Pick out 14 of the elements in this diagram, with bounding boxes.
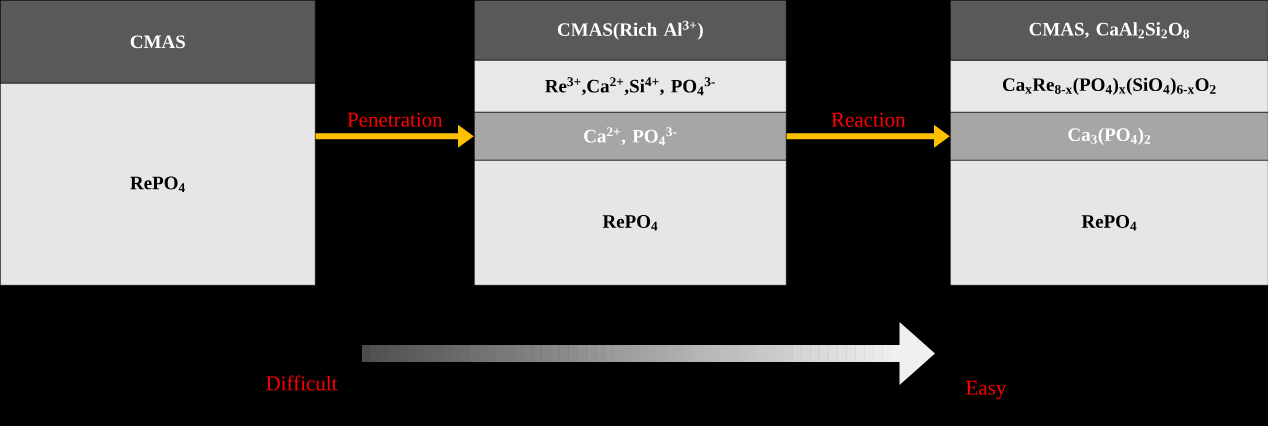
layer-box: Ca$_{3}$(PO$_{4}$)$_{2}$ (950, 112, 1268, 161)
header-box: CMAS, CaAl$_{2}$Si$_{2}$O$_{8}$ (950, 0, 1268, 61)
scale-label: Difficult (266, 375, 338, 391)
header-box: CMAS (0, 0, 316, 84)
edge-label: Penetration (347, 112, 443, 127)
layer-box: RePO$_{4}$ (950, 160, 1268, 286)
layer-box: RePO$_{4}$ (474, 160, 787, 286)
scale-label: Easy (966, 380, 1007, 400)
header-box: CMAS(Rich Al$^{3+}$) (474, 0, 787, 61)
edge-label: Reaction (831, 112, 906, 127)
layer-box: RePO$_{4}$ (0, 83, 316, 286)
layer-box: Ca$^{2+}$, PO$_{4}$3- (474, 112, 787, 161)
layer-box: Ca$_{x}$Re$_{8-x}$(PO$_{4}$)$_{x}$(SiO$_{4}$)$_{6-x}$O$_{2}$ (950, 60, 1268, 113)
layer-box: Re$^{3+}$,Ca$^{2+}$,Si$^{4+}$, PO$_{4}$3- (474, 60, 787, 113)
